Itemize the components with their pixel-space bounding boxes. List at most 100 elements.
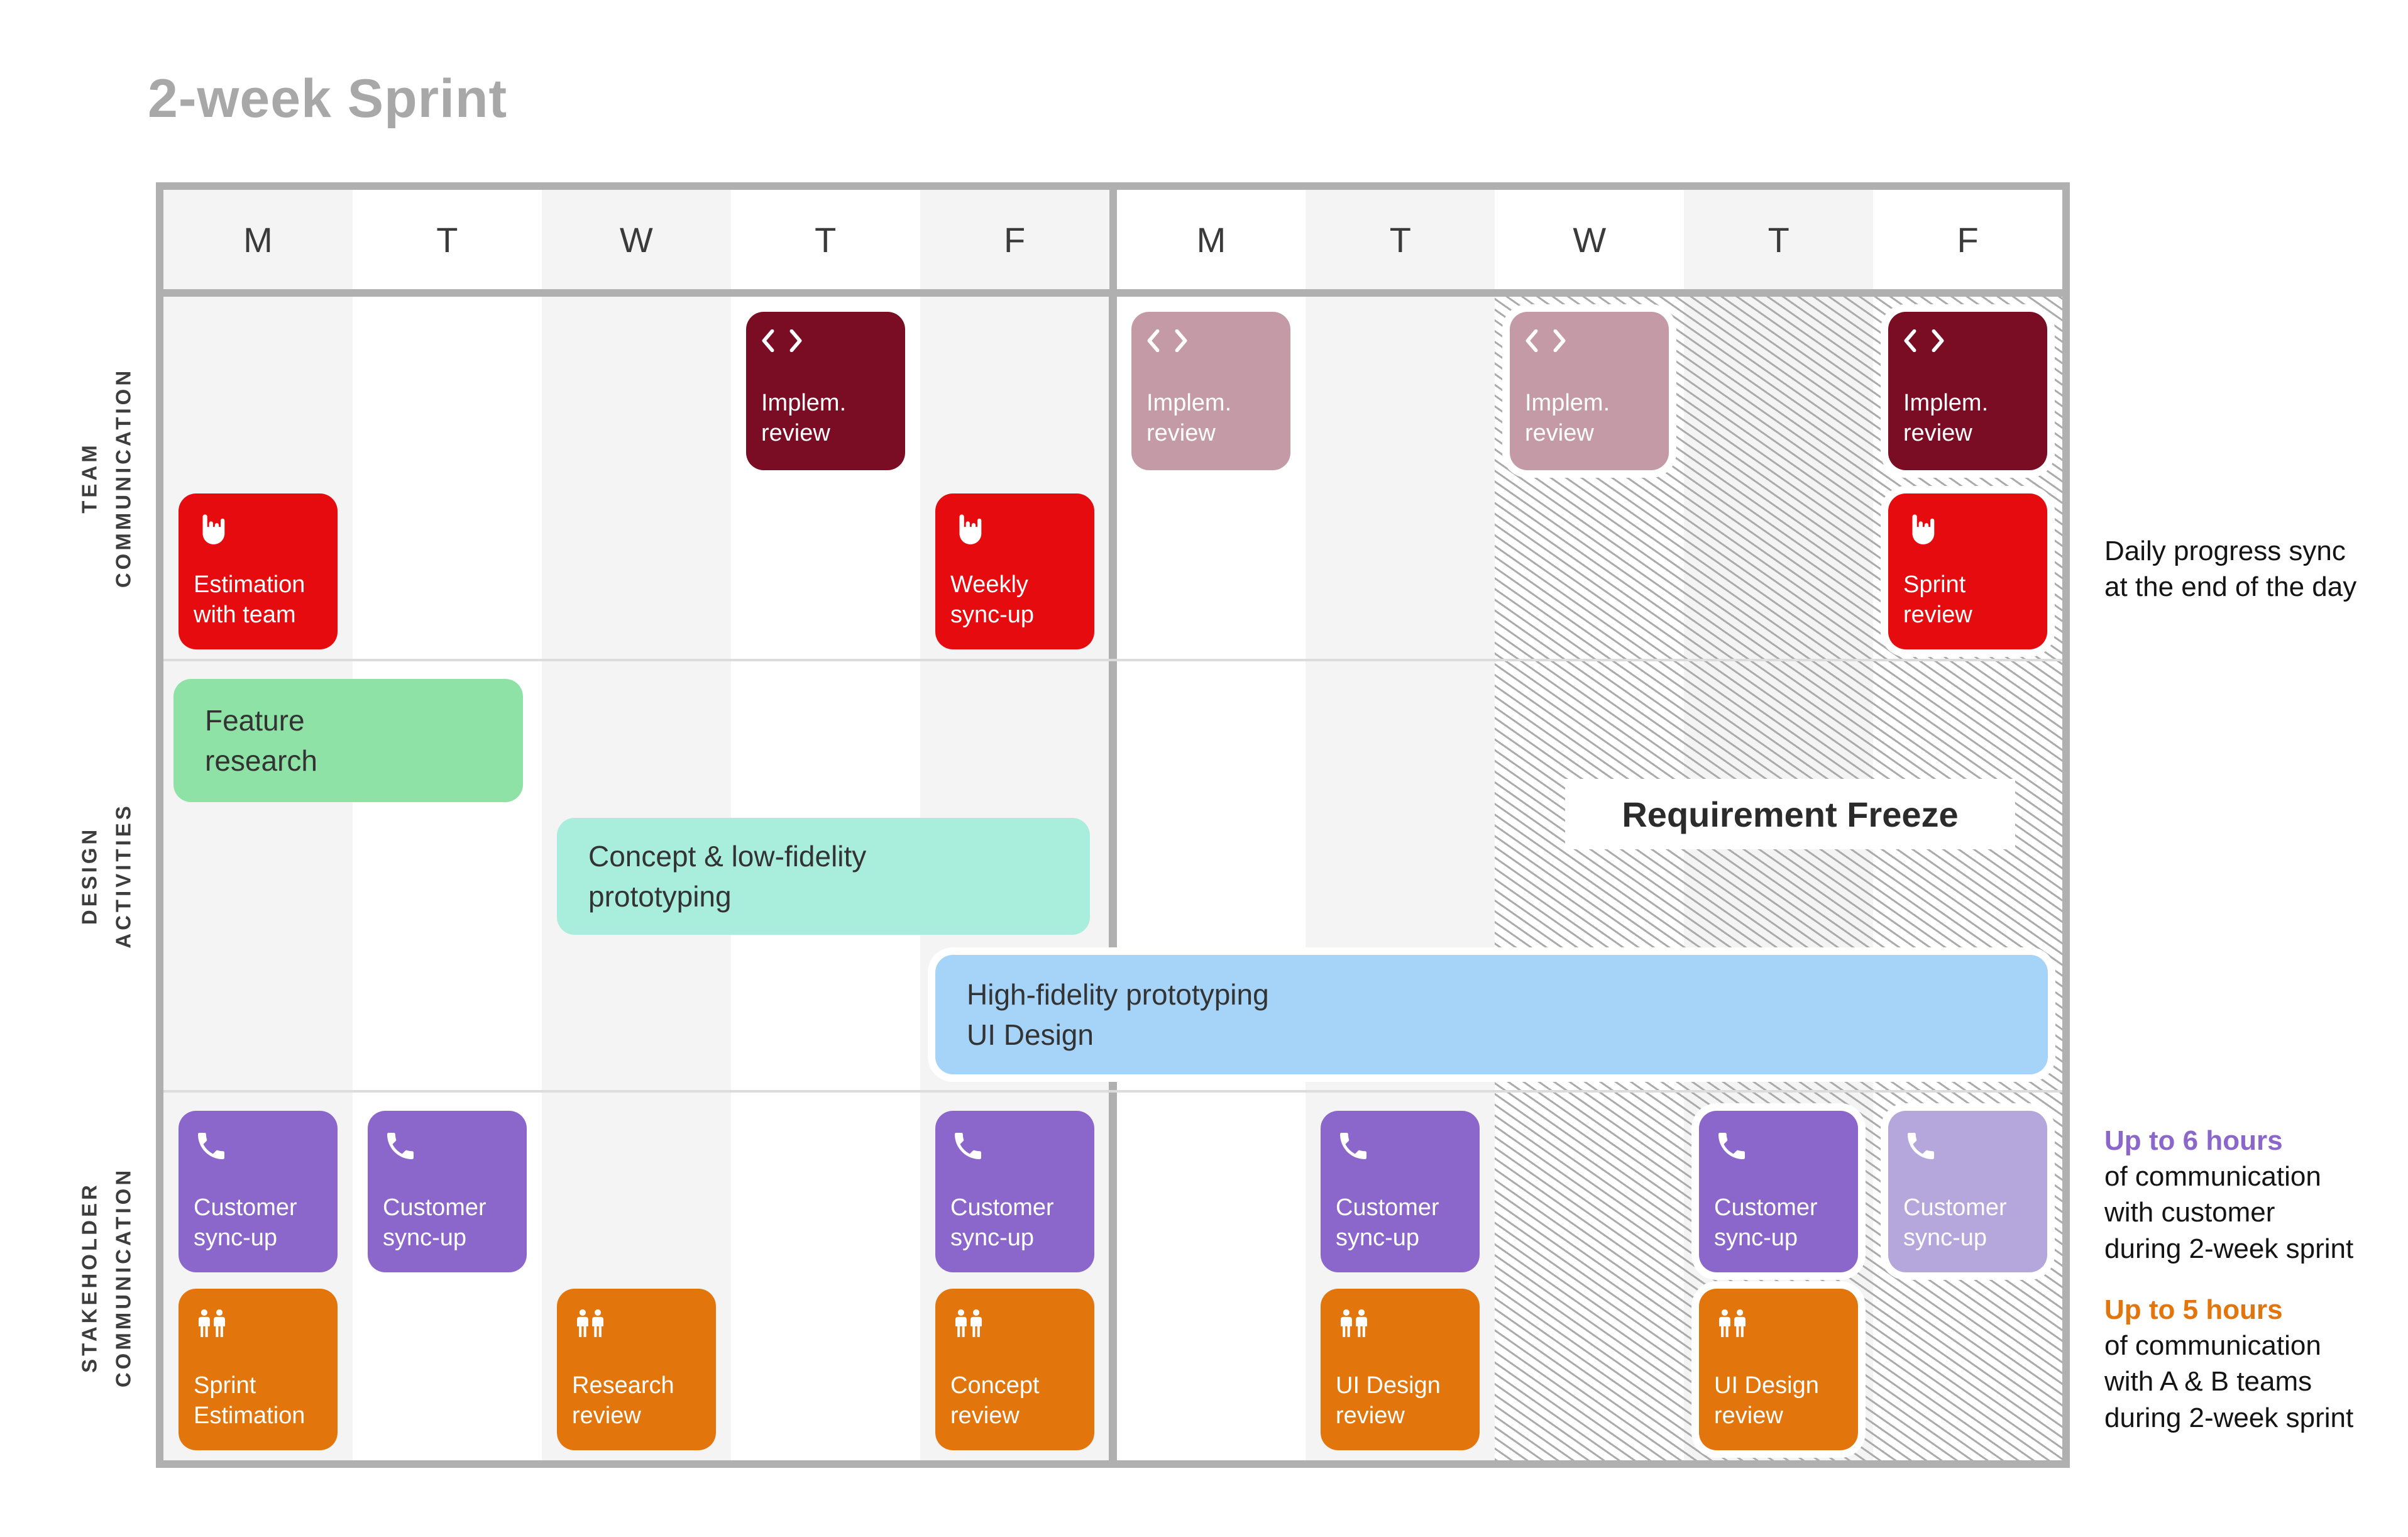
card-label: Implem. review xyxy=(1525,390,1610,446)
card-label: Customer sync-up xyxy=(383,1194,487,1252)
day-header: T xyxy=(1684,190,1874,289)
row-label-team-communication: TEAM COMMUNICATION xyxy=(73,368,141,588)
requirement-freeze-hatch-area xyxy=(1495,297,2062,1460)
day-header: T xyxy=(352,190,542,289)
card-label: Research review xyxy=(572,1372,674,1430)
activity-label-line: prototyping xyxy=(588,880,732,913)
code-icon xyxy=(1146,329,1275,352)
card-implem-review: Implem. review xyxy=(1888,312,2047,470)
card-label: UI Design review xyxy=(1336,1372,1441,1430)
card-implem-review-faded: Implem. review xyxy=(1510,312,1669,470)
card-ui-design-review: UI Design review xyxy=(1321,1289,1480,1450)
people-icon xyxy=(1714,1306,1843,1343)
people-icon xyxy=(1336,1306,1465,1343)
code-icon xyxy=(761,329,890,352)
row-label-line: STAKEHOLDER xyxy=(77,1182,101,1373)
card-implem-review: Implem. review xyxy=(746,312,905,470)
activity-label-line: High-fidelity prototyping xyxy=(967,978,1269,1011)
note-line: during 2-week sprint xyxy=(2104,1233,2354,1264)
card-research-review: Research review xyxy=(557,1289,716,1450)
card-label: Customer sync-up xyxy=(950,1194,1054,1252)
row-label-line: ACTIVITIES xyxy=(112,803,135,949)
note-line: of communication xyxy=(2104,1161,2321,1193)
people-icon xyxy=(194,1306,322,1343)
week2-header: M T W T F xyxy=(1116,190,2063,289)
day-header: T xyxy=(730,190,920,289)
column-shade xyxy=(1306,297,1495,1460)
note-teams-hours: Up to 5 hours of communication with A & … xyxy=(2104,1292,2353,1436)
card-sprint-estimation: Sprint Estimation xyxy=(179,1289,338,1450)
card-label: Implem. review xyxy=(761,390,847,446)
card-high-fidelity-prototyping: High-fidelity prototyping UI Design xyxy=(935,955,2048,1074)
row-label-stakeholder-communication: STAKEHOLDER COMMUNICATION xyxy=(73,1167,141,1387)
card-label: Implem. review xyxy=(1903,390,1989,446)
card-implem-review-faded: Implem. review xyxy=(1131,312,1290,470)
phone-icon xyxy=(1714,1128,1843,1164)
activity-label-line: research xyxy=(205,744,317,777)
requirement-freeze-label: Requirement Freeze xyxy=(1565,779,2015,849)
day-header: M xyxy=(163,190,353,289)
grid-body: Implem. review Implem. review Implem. re… xyxy=(163,297,2062,1460)
day-header: M xyxy=(1116,190,1306,289)
people-icon xyxy=(572,1306,701,1343)
code-icon xyxy=(1903,329,2032,352)
people-icon xyxy=(950,1306,1079,1343)
card-concept-low-fidelity-prototyping: Concept & low-fidelity prototyping xyxy=(557,818,1090,935)
day-header-row: M T W T F M T W T F xyxy=(163,190,2063,289)
note-highlight: Up to 6 hours xyxy=(2104,1125,2283,1156)
day-header: T xyxy=(1306,190,1495,289)
card-label: Concept review xyxy=(950,1372,1040,1430)
row-label-design-activities: DESIGN ACTIVITIES xyxy=(73,803,141,949)
day-header: W xyxy=(541,190,731,289)
card-feature-research: Feature research xyxy=(173,679,523,802)
rock-hand-icon xyxy=(1903,511,2032,548)
card-ui-design-review: UI Design review xyxy=(1699,1289,1858,1450)
row-label-line: DESIGN xyxy=(77,826,101,925)
phone-icon xyxy=(1903,1128,2032,1164)
note-line: during 2-week sprint xyxy=(2104,1402,2354,1433)
rock-hand-icon xyxy=(950,511,1079,548)
card-label: Sprint review xyxy=(1903,571,1972,629)
card-label: Weekly sync-up xyxy=(950,571,1035,629)
card-label: Customer sync-up xyxy=(1903,1194,2007,1252)
card-label: Customer sync-up xyxy=(1336,1194,1439,1252)
activity-label-line: Concept & low-fidelity xyxy=(588,839,867,873)
card-customer-sync-up: Customer sync-up xyxy=(935,1111,1094,1272)
column-shade xyxy=(163,297,353,1460)
card-label: Sprint Estimation xyxy=(194,1372,305,1430)
activity-label-line: Feature xyxy=(205,703,305,737)
card-estimation-with-team: Estimation with team xyxy=(179,493,338,649)
card-label: Customer sync-up xyxy=(1714,1194,1818,1252)
note-line: of communication xyxy=(2104,1330,2321,1362)
card-label: UI Design review xyxy=(1714,1372,1819,1430)
note-line: with customer xyxy=(2104,1197,2275,1228)
note-line: Daily progress sync xyxy=(2104,536,2346,566)
card-customer-sync-up: Customer sync-up xyxy=(179,1111,338,1272)
row-label-line: COMMUNICATION xyxy=(112,1167,135,1388)
row-separator xyxy=(163,659,2062,661)
day-header: F xyxy=(920,190,1109,289)
requirement-freeze-text: Requirement Freeze xyxy=(1622,794,1959,834)
card-customer-sync-up: Customer sync-up xyxy=(1321,1111,1480,1272)
note-highlight: Up to 5 hours xyxy=(2104,1294,2283,1325)
row-label-line: COMMUNICATION xyxy=(112,367,135,588)
activity-label-line: UI Design xyxy=(967,1018,1094,1051)
page-title: 2-week Sprint xyxy=(148,69,508,129)
rock-hand-icon xyxy=(194,511,322,548)
sprint-grid: M T W T F M T W T F xyxy=(156,182,2070,1468)
phone-icon xyxy=(1336,1128,1465,1164)
card-customer-sync-up-faded: Customer sync-up xyxy=(1888,1111,2047,1272)
week-divider xyxy=(1109,190,1117,289)
note-customer-hours: Up to 6 hours of communication with cust… xyxy=(2104,1123,2353,1267)
card-customer-sync-up: Customer sync-up xyxy=(1699,1111,1858,1272)
card-label: Implem. review xyxy=(1146,390,1232,446)
card-sprint-review: Sprint review xyxy=(1888,493,2047,649)
week-divider xyxy=(1109,297,1117,1460)
phone-icon xyxy=(950,1128,1079,1164)
phone-icon xyxy=(194,1128,322,1164)
card-weekly-sync-up: Weekly sync-up xyxy=(935,493,1094,649)
day-header: W xyxy=(1495,190,1685,289)
card-label: Estimation with team xyxy=(194,571,305,629)
card-customer-sync-up: Customer sync-up xyxy=(368,1111,527,1272)
